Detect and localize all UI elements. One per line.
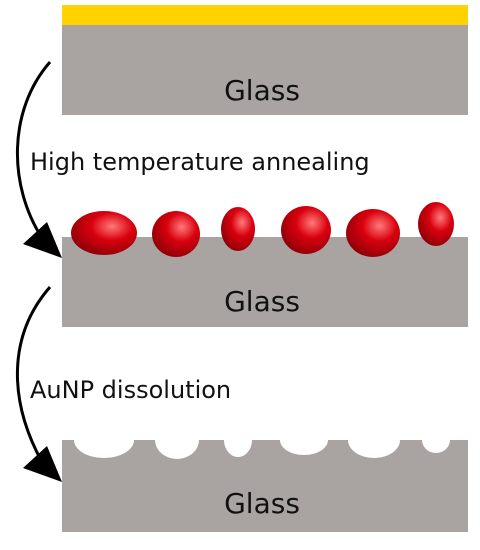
glass-substrate-3: [62, 440, 468, 532]
dissolution-pit-4: [280, 425, 328, 455]
glass-substrate-2: [62, 237, 468, 327]
step-label-dissolution: AuNP dissolution: [30, 376, 231, 404]
gold-nanoparticle-2: [152, 211, 200, 257]
process-arrow-2-head: [23, 446, 62, 482]
dissolution-pit-5: [348, 422, 400, 458]
glass-substrate-1: [62, 25, 468, 115]
process-arrow-2: [15, 286, 52, 463]
gold-nanoparticle-4: [281, 206, 331, 254]
glass-label-1: Glass: [224, 74, 300, 107]
dissolution-pit-1: [74, 422, 134, 458]
dissolution-pits: [74, 421, 450, 459]
step-label-annealing: High temperature annealing: [30, 148, 370, 176]
stage-2-particles-on-glass: Glass: [62, 202, 468, 327]
gold-nanoparticle-6: [418, 202, 454, 246]
glass-label-2: Glass: [224, 285, 300, 318]
gold-nanoparticles: [71, 202, 454, 257]
glass-label-3: Glass: [224, 487, 300, 520]
stage-1-gold-film-on-glass: Glass: [62, 5, 468, 115]
process-arrow-1: [15, 61, 52, 239]
gold-nanoparticle-1: [71, 211, 137, 255]
dissolution-pit-2: [155, 421, 199, 459]
dissolution-pit-6: [422, 427, 450, 453]
gold-nanoparticle-3: [221, 207, 255, 251]
gold-nanoparticle-5: [346, 209, 400, 257]
gold-film-layer: [62, 5, 468, 25]
process-arrow-1-head: [23, 222, 62, 258]
stage-3-pitted-glass: Glass: [62, 421, 468, 532]
dissolution-pit-3: [224, 423, 252, 457]
